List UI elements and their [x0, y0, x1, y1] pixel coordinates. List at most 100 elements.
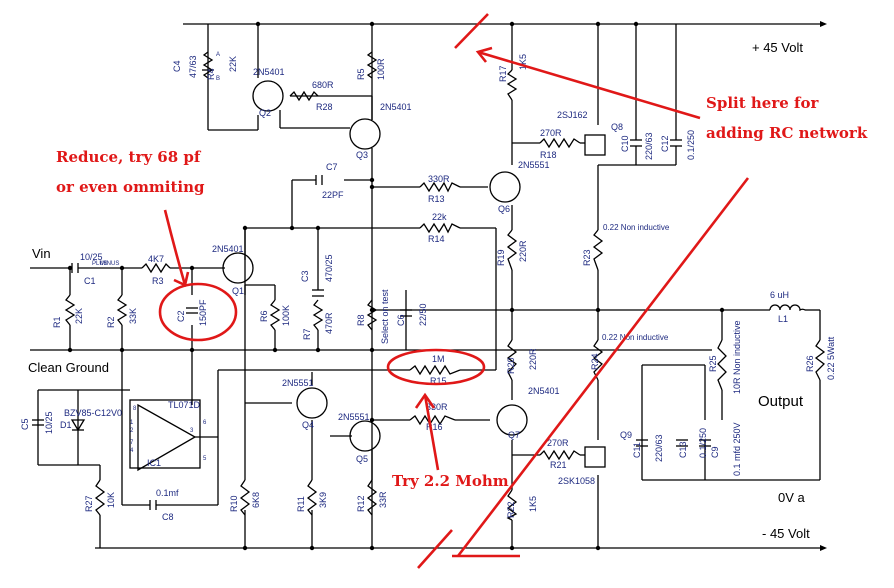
r20-value: 220R: [528, 348, 538, 370]
q4-ref: Q4: [302, 420, 314, 430]
q6-ref: Q6: [498, 204, 510, 214]
c6-ref: C6: [396, 314, 406, 326]
c11-ref: C11: [632, 442, 642, 458]
wiring: [30, 23, 821, 549]
supply-negative-label: - 45 Volt: [762, 526, 810, 541]
q2-ref: Q2: [259, 108, 271, 118]
c7-ref: C7: [326, 162, 338, 172]
q5-symbol: [349, 420, 381, 452]
r28-value: 680R: [312, 80, 334, 90]
d1-ref: D1: [60, 420, 72, 430]
r11-value: 3K9: [318, 492, 328, 508]
c5-ref: C5: [20, 418, 30, 430]
capacitor-symbols: [32, 69, 711, 510]
r6-ref: R6: [259, 310, 269, 322]
r23-ref: R23: [582, 249, 592, 266]
r3-ref: R3: [152, 276, 164, 286]
r22-value: 1K5: [528, 496, 538, 512]
opamp-pin-5: 5: [203, 456, 207, 462]
c13-ref: C13: [678, 441, 688, 458]
opamp-pin-1: 1: [130, 420, 134, 426]
r3-value: 4K7: [148, 254, 164, 264]
q3-symbol: [349, 118, 381, 150]
q8-symbol: [584, 134, 606, 156]
q9-symbol: [584, 446, 606, 468]
opamp-pin-4: 4: [130, 448, 134, 454]
r20-ref: R20: [506, 357, 516, 374]
r18-value: 270R: [540, 128, 562, 138]
r25-ref: R25: [708, 355, 718, 372]
r8-value: Select on test: [380, 289, 390, 344]
annotation-split-line1: Split here for: [706, 94, 819, 112]
opamp-part: TL071D: [168, 400, 201, 410]
q1-part: 2N5401: [212, 244, 244, 254]
q7-symbol: [496, 404, 528, 436]
r7-ref: R7: [302, 328, 312, 340]
c4-value: 47/63: [188, 55, 198, 78]
r24-ref: R24: [590, 353, 600, 370]
r22-ref: R22: [506, 501, 516, 518]
q5-ref: Q5: [356, 454, 368, 464]
c9-value: 0.1 mfd 250V: [732, 422, 742, 476]
q8-part: 2SJ162: [557, 110, 588, 120]
red-annotations: [158, 13, 750, 569]
r1-ref: R1: [52, 316, 62, 328]
zener-symbol: [70, 419, 86, 432]
r7-value: 470R: [324, 312, 334, 334]
q2-symbol: [252, 80, 284, 112]
r10-value: 6K8: [251, 492, 261, 508]
rail-arrow-top: [820, 21, 827, 27]
q1-symbol: [222, 252, 254, 284]
r10-ref: R10: [229, 495, 239, 512]
r6-value: 100K: [281, 305, 291, 326]
c3-ref: C3: [300, 270, 310, 282]
rail-arrow-bottom: [820, 545, 827, 551]
annotation-reduce-line1: Reduce, try 68 pf: [56, 148, 202, 166]
c12-ref: C12: [660, 135, 670, 152]
q3-ref: Q3: [356, 150, 368, 160]
zero-volt-label: 0V a: [778, 490, 806, 505]
c6-value: 22/50: [418, 303, 428, 326]
c13-value: 0.1/250: [698, 428, 708, 458]
r5-value: 100R: [376, 58, 386, 80]
opamp-pin-8: 8: [133, 406, 137, 412]
r21-value: 270R: [547, 438, 569, 448]
opamp-ref: IC1: [147, 458, 161, 468]
annotation-split-line2: adding RC network: [706, 124, 868, 142]
q6-part: 2N5551: [518, 160, 550, 170]
q9-part: 2SK1058: [558, 476, 595, 486]
q9-ref: Q9: [620, 430, 632, 440]
c12-value: 0.1/250: [686, 130, 696, 160]
transistor-symbols: [222, 80, 606, 468]
r4-pin-b: B: [216, 76, 220, 82]
r14-value: 22k: [432, 212, 447, 222]
r15-value: 1M: [432, 354, 445, 364]
r13-value: 330R: [428, 174, 450, 184]
c1-plus-mark: PLUS: [92, 261, 108, 267]
opamp-symbol: [129, 399, 201, 472]
r12-value: 33R: [378, 491, 388, 508]
r27-value: 10K: [106, 492, 116, 508]
inductor-symbol: [769, 304, 806, 312]
supply-positive-label: + 45 Volt: [752, 40, 803, 55]
q2-part: 2N5401: [253, 67, 285, 77]
vin-label: Vin: [32, 246, 51, 261]
r28-ref: R28: [316, 102, 333, 112]
c10-value: 220/63: [644, 132, 654, 160]
c3-value: 470/25: [324, 254, 334, 282]
r8-ref: R8: [356, 314, 366, 326]
l1-ref: L1: [778, 314, 788, 324]
r19-value: 220R: [518, 240, 528, 262]
q7-ref: Q7: [508, 430, 520, 440]
l1-value: 6 uH: [770, 290, 789, 300]
q5-part: 2N5551: [338, 412, 370, 422]
r19-ref: R19: [496, 249, 506, 266]
annotation-reduce-line2: or even ommiting: [56, 178, 205, 196]
c10-ref: C10: [620, 135, 630, 152]
r18-ref: R18: [540, 150, 557, 160]
r21-ref: R21: [550, 460, 567, 470]
r16-value: 330R: [426, 402, 448, 412]
opamp-pin-2: 2: [130, 428, 134, 434]
c11-value: 220/63: [654, 434, 664, 462]
